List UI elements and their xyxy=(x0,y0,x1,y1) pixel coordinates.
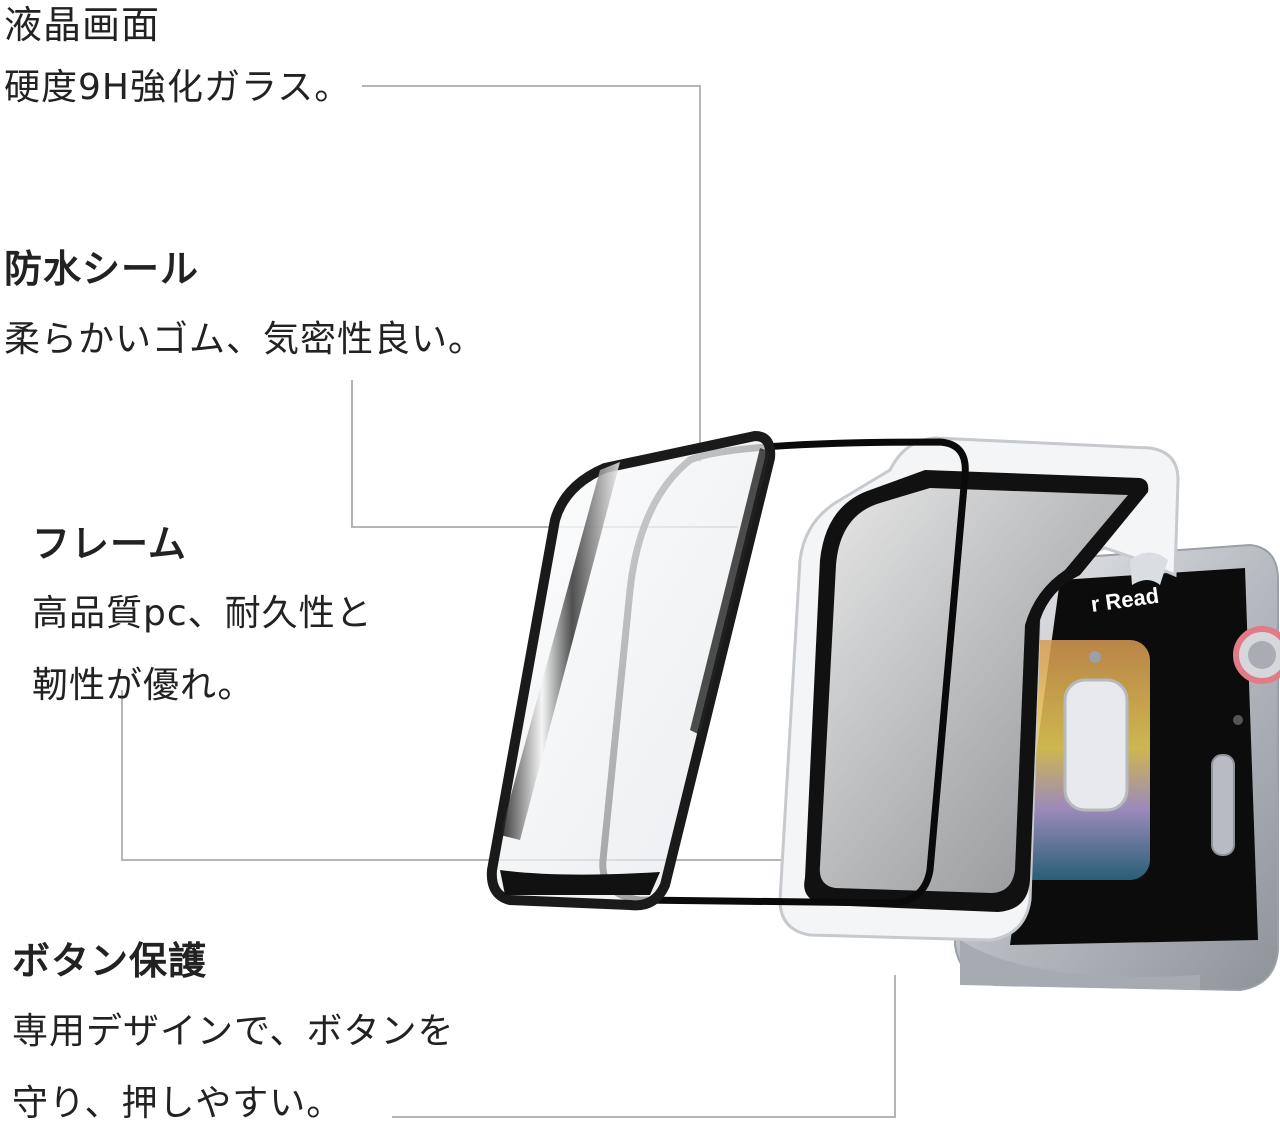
feature-button-desc-line2: 守り、押しやすい。 xyxy=(12,1083,344,1124)
feature-frame-desc-line2: 靭性が優れ。 xyxy=(32,665,255,706)
tempered-glass-layer xyxy=(486,430,776,911)
feature-lcd-title: 液晶画面 xyxy=(4,3,161,47)
feature-button: ボタン保護 xyxy=(12,942,207,980)
feature-lcd: 液晶画面 xyxy=(4,6,160,44)
leader-line-button xyxy=(392,975,896,1118)
feature-button-title: ボタン保護 xyxy=(12,939,208,983)
white-protective-case xyxy=(778,436,1180,942)
feature-frame-desc-block: 高品質pc、耐久性と xyxy=(32,596,373,632)
feature-button-desc-block: 専用デザインで、ボタンを xyxy=(12,1014,455,1050)
feature-frame-desc-line1: 高品質pc、耐久性と xyxy=(32,593,373,634)
feature-seal-title: 防水シール xyxy=(4,247,200,291)
feature-frame-desc-block-2: 靭性が優れ。 xyxy=(32,668,254,704)
button-cover xyxy=(1063,678,1129,812)
feature-button-desc-line1: 専用デザインで、ボタンを xyxy=(12,1011,455,1052)
feature-lcd-desc: 硬度9H強化ガラス。 xyxy=(4,67,352,108)
feature-lcd-desc-block: 硬度9H強化ガラス。 xyxy=(4,70,351,106)
feature-frame: フレーム xyxy=(32,525,187,563)
feature-seal-desc: 柔らかいゴム、気密性良い。 xyxy=(4,319,486,360)
feature-button-desc-block-2: 守り、押しやすい。 xyxy=(12,1086,343,1122)
side-button xyxy=(1211,754,1235,856)
feature-seal-desc-block: 柔らかいゴム、気密性良い。 xyxy=(4,322,485,358)
feature-seal: 防水シール xyxy=(4,250,199,288)
feature-frame-title: フレーム xyxy=(32,522,187,566)
leader-line-lcd xyxy=(362,85,701,462)
